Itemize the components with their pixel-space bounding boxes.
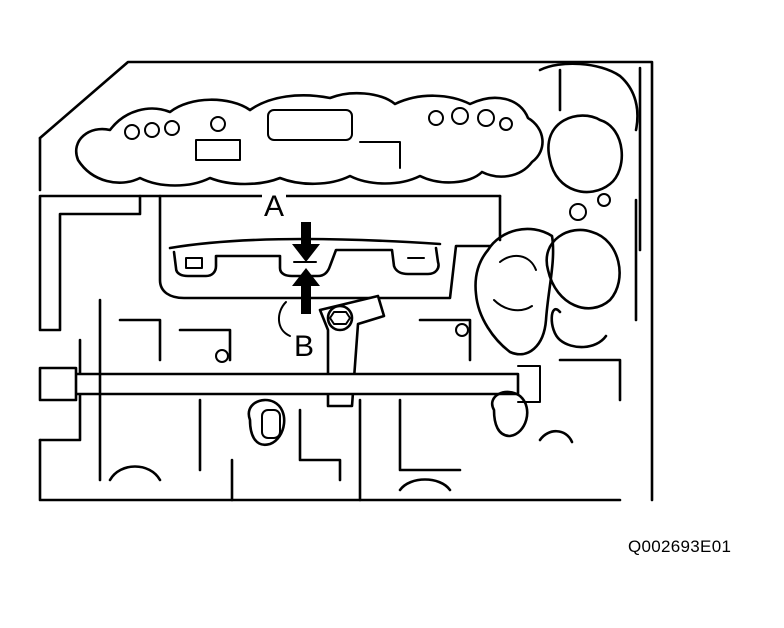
lower-body — [98, 298, 622, 502]
arrow-b-up-icon — [292, 268, 320, 314]
callout-b-label: B — [292, 330, 317, 363]
casing-outline — [38, 60, 654, 502]
right-casting — [474, 227, 555, 356]
manual-valve-rod — [38, 365, 541, 403]
right-body — [538, 62, 639, 349]
arrow-a-down-icon — [292, 222, 320, 262]
detent-spring-housing — [38, 194, 502, 442]
clearance-arrows — [278, 222, 320, 337]
pivot-arc — [278, 301, 291, 337]
upper-plate — [75, 91, 544, 187]
figure-code: Q002693E01 — [628, 537, 732, 556]
callout-a-label: A — [262, 190, 287, 223]
